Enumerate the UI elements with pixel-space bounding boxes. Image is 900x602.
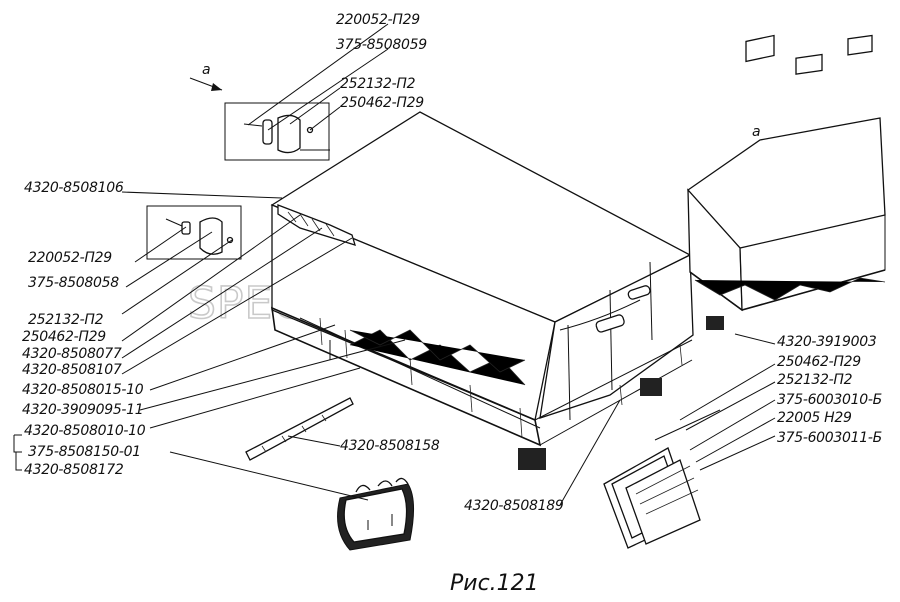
label-252132-p2-left: 252132-П2 — [28, 312, 104, 328]
label-375-6003011-b: 375-6003011-Б — [777, 430, 882, 446]
label-4320-3919003: 4320-3919003 — [777, 334, 876, 350]
label-375-8508058: 375-8508058 — [28, 275, 119, 291]
view-arrow-head — [211, 83, 222, 91]
view-a-drawing — [687, 34, 886, 330]
label-220052-p29-top: 220052-П29 — [336, 12, 420, 28]
label-4320-8508077: 4320-8508077 — [22, 346, 122, 362]
label-375-8508059: 375-8508059 — [336, 37, 427, 53]
label-250462-p29-right: 250462-П29 — [777, 354, 861, 370]
view-arrow-label: a — [202, 62, 210, 78]
label-250462-p29-left: 250462-П29 — [22, 329, 106, 345]
mudflap-drawing — [337, 477, 414, 551]
main-body-drawing — [270, 111, 694, 470]
label-4320-3909095-11: 4320-3909095-11 — [22, 402, 143, 418]
top-inset-drawing — [224, 102, 330, 161]
view-a-title: a — [752, 124, 760, 140]
label-4320-8508010-10: 4320-8508010-10 — [24, 423, 146, 439]
label-4320-8508172: 4320-8508172 — [24, 462, 124, 478]
left-inset-drawing — [146, 204, 356, 260]
figure-caption: Рис.121 — [450, 571, 539, 596]
label-252132-p2-top: 252132-П2 — [340, 76, 416, 92]
label-375-8508150-01: 375-8508150-01 — [28, 444, 141, 460]
label-220052-p29-left: 220052-П29 — [28, 250, 112, 266]
leader-lines — [13, 23, 776, 506]
label-375-6003010-b: 375-6003010-Б — [777, 392, 882, 408]
label-252132-p2-right: 252132-П2 — [777, 372, 853, 388]
label-250462-p29-top: 250462-П29 — [340, 95, 424, 111]
label-4320-8508189: 4320-8508189 — [464, 498, 564, 514]
label-4320-8508158: 4320-8508158 — [340, 438, 440, 454]
label-4320-8508106: 4320-8508106 — [24, 180, 124, 196]
label-22005-n29: 22005 Н29 — [777, 410, 852, 426]
window-drawing — [603, 409, 721, 549]
strap-drawing — [245, 397, 354, 461]
label-4320-8508015-10: 4320-8508015-10 — [22, 382, 144, 398]
label-4320-8508107: 4320-8508107 — [22, 362, 122, 378]
